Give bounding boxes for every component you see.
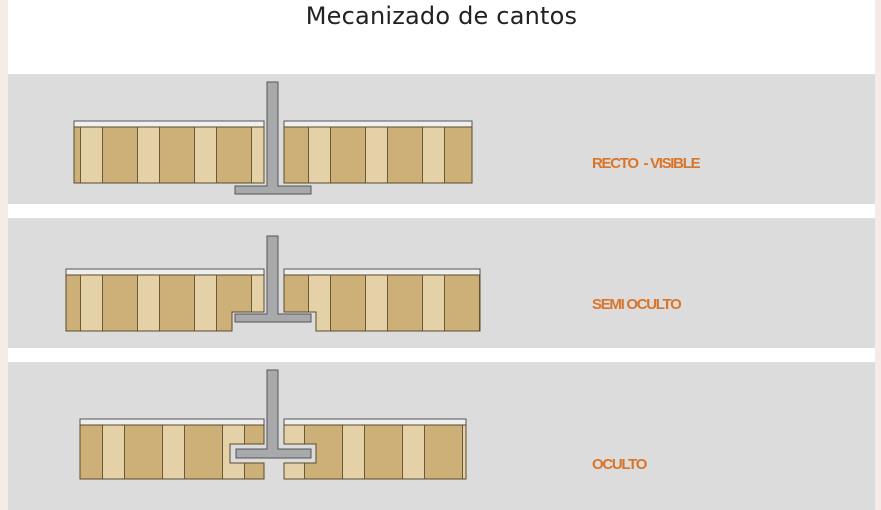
t-profile bbox=[234, 81, 312, 195]
label-semi-oculto: SEMI OCULTO bbox=[592, 296, 682, 313]
oculto-joint bbox=[79, 369, 467, 480]
left-panel-edge-strip bbox=[73, 120, 265, 128]
t-profile bbox=[234, 235, 312, 323]
left-panel-edge-strip bbox=[79, 418, 265, 426]
semi-oculto-joint bbox=[65, 235, 481, 332]
right-panel-edge-strip bbox=[283, 418, 467, 426]
label-oculto: OCULTO bbox=[592, 456, 647, 473]
right-wood-panel bbox=[283, 126, 473, 184]
label-recto-visible: RECTO - VISIBLE bbox=[592, 155, 701, 172]
left-panel-edge-strip bbox=[65, 268, 265, 276]
right-panel-edge-strip bbox=[283, 120, 473, 128]
right-panel-edge-strip bbox=[283, 268, 481, 276]
page-title: Mecanizado de cantos bbox=[305, 2, 578, 30]
t-profile bbox=[235, 369, 312, 459]
left-wood-panel bbox=[65, 274, 265, 332]
right-wood-panel bbox=[283, 424, 467, 480]
recto-visible-joint bbox=[73, 81, 473, 195]
right-wood-panel bbox=[283, 274, 481, 332]
left-wood-panel bbox=[73, 126, 265, 184]
left-wood-panel bbox=[79, 424, 265, 480]
